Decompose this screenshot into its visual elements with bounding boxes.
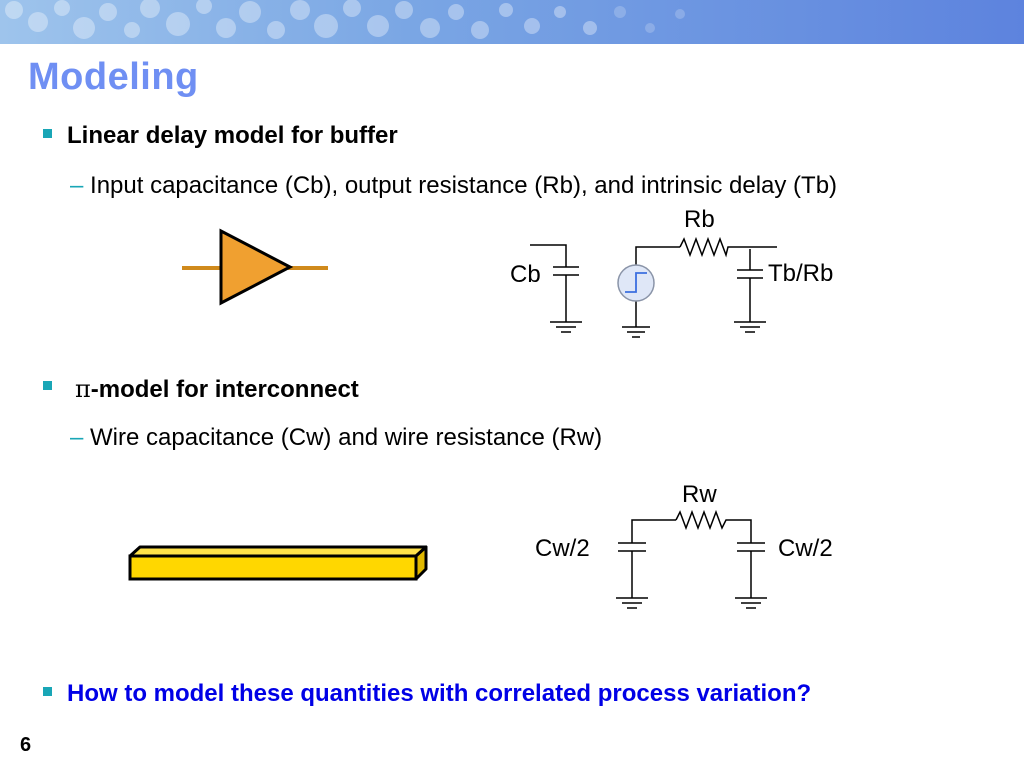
tbrb-label: Tb/Rb xyxy=(768,260,833,287)
wire-bar xyxy=(128,545,428,581)
buffer-heading: Linear delay model for buffer xyxy=(67,122,398,149)
interconnect-subpoint: – Wire capacitance (Cw) and wire resista… xyxy=(70,424,602,452)
interconnect-subpoint-text: Wire capacitance (Cw) and wire resistanc… xyxy=(90,424,603,451)
banner-decoration xyxy=(5,0,685,39)
slide-title: Modeling xyxy=(28,56,199,98)
interconnect-heading-text: -model for interconnect xyxy=(90,376,359,403)
page-number: 6 xyxy=(20,734,32,756)
cb-label: Cb xyxy=(510,261,541,288)
header-banner xyxy=(0,0,1024,44)
bullet-marker xyxy=(43,687,52,696)
pi-symbol: π xyxy=(75,375,91,403)
sub-dash: – xyxy=(70,172,84,199)
buffer-symbol xyxy=(182,228,328,306)
question-text: How to model these quantities with corre… xyxy=(67,680,812,707)
sub-dash: – xyxy=(70,424,84,451)
step-source xyxy=(617,264,655,302)
interconnect-heading: π-model for interconnect xyxy=(75,375,359,404)
wire-circuit xyxy=(616,509,767,609)
bullet-marker xyxy=(43,381,52,390)
buffer-circuit xyxy=(530,236,777,338)
cw-left-label: Cw/2 xyxy=(535,535,590,562)
buffer-subpoint-text: Input capacitance (Cb), output resistanc… xyxy=(90,172,838,199)
bullet-marker xyxy=(43,129,52,138)
buffer-subpoint: – Input capacitance (Cb), output resista… xyxy=(70,172,837,200)
rb-label: Rb xyxy=(684,206,715,233)
rw-label: Rw xyxy=(682,481,717,508)
cw-right-label: Cw/2 xyxy=(778,535,833,562)
